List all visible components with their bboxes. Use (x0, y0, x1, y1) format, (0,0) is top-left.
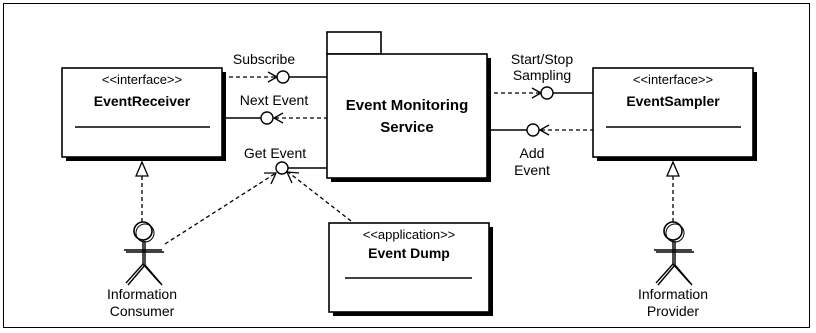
consumer-label-line2: Consumer (110, 303, 175, 319)
event-receiver-box: <<interface>> EventReceiver (61, 67, 226, 161)
event-dump-name: Event Dump (368, 245, 450, 261)
service-frame (326, 53, 488, 179)
dump-get-event-dependency (287, 171, 352, 222)
package-tab (326, 31, 382, 55)
dump-get-event-arrowhead (285, 171, 300, 184)
subscribe-lollipop (276, 70, 290, 84)
consumer-realization-triangle (135, 160, 149, 177)
add-event-label-line2: Event (514, 162, 550, 178)
start-stop-sampling-interface: Start/Stop Sampling (487, 51, 593, 100)
start-stop-arrowhead (531, 87, 543, 99)
add-event-arrowhead (538, 124, 550, 136)
event-monitoring-service-package: Event Monitoring Service (326, 31, 491, 182)
event-sampler-name: EventSampler (626, 93, 720, 109)
provider-label-line2: Provider (647, 303, 699, 319)
consumer-label-line1: Information (107, 286, 177, 302)
subscribe-arrowhead (267, 71, 279, 83)
provider-realization (666, 160, 680, 224)
provider-stick-figure-icon (654, 221, 694, 286)
event-dump-frame (328, 222, 490, 313)
consumer-get-event-arrowhead (264, 172, 278, 185)
event-receiver-frame (61, 67, 223, 158)
get-event-label: Get Event (244, 145, 306, 161)
event-dump-box: <<application>> Event Dump (328, 222, 493, 316)
service-name-line1: Event Monitoring (346, 97, 469, 114)
add-event-label-line1: Add (520, 145, 545, 161)
event-sampler-stereotype: <<interface>> (633, 72, 713, 87)
start-stop-label-line2: Sampling (513, 67, 571, 83)
get-event-lollipop (275, 161, 289, 175)
add-event-interface: Add Event (487, 123, 593, 178)
next-event-label: Next Event (240, 92, 309, 108)
service-name-line2: Service (380, 119, 433, 136)
information-provider-actor: Information Provider (638, 221, 708, 319)
next-event-lollipop (260, 111, 274, 125)
diagram-frame (3, 3, 810, 328)
event-dump-stereotype: <<application>> (363, 227, 456, 242)
add-event-lollipop (526, 123, 540, 137)
subscribe-label: Subscribe (233, 51, 295, 67)
next-event-arrowhead (272, 112, 284, 124)
event-receiver-stereotype: <<interface>> (102, 72, 182, 87)
event-sampler-box: <<interface>> EventSampler (592, 67, 757, 161)
event-sampler-frame (592, 67, 754, 158)
event-receiver-name: EventReceiver (94, 93, 191, 109)
subscribe-interface: Subscribe (222, 51, 327, 84)
provider-label-line1: Information (638, 286, 708, 302)
information-consumer-actor: Information Consumer (107, 221, 177, 319)
get-event-interface: Get Event (164, 145, 352, 245)
consumer-stick-figure-icon (124, 221, 164, 286)
start-stop-label-line1: Start/Stop (511, 51, 573, 67)
start-stop-lollipop (540, 86, 554, 100)
consumer-realization (135, 160, 149, 224)
provider-realization-triangle (666, 160, 680, 177)
next-event-interface: Next Event (222, 92, 327, 125)
consumer-get-event-dependency (164, 172, 277, 245)
